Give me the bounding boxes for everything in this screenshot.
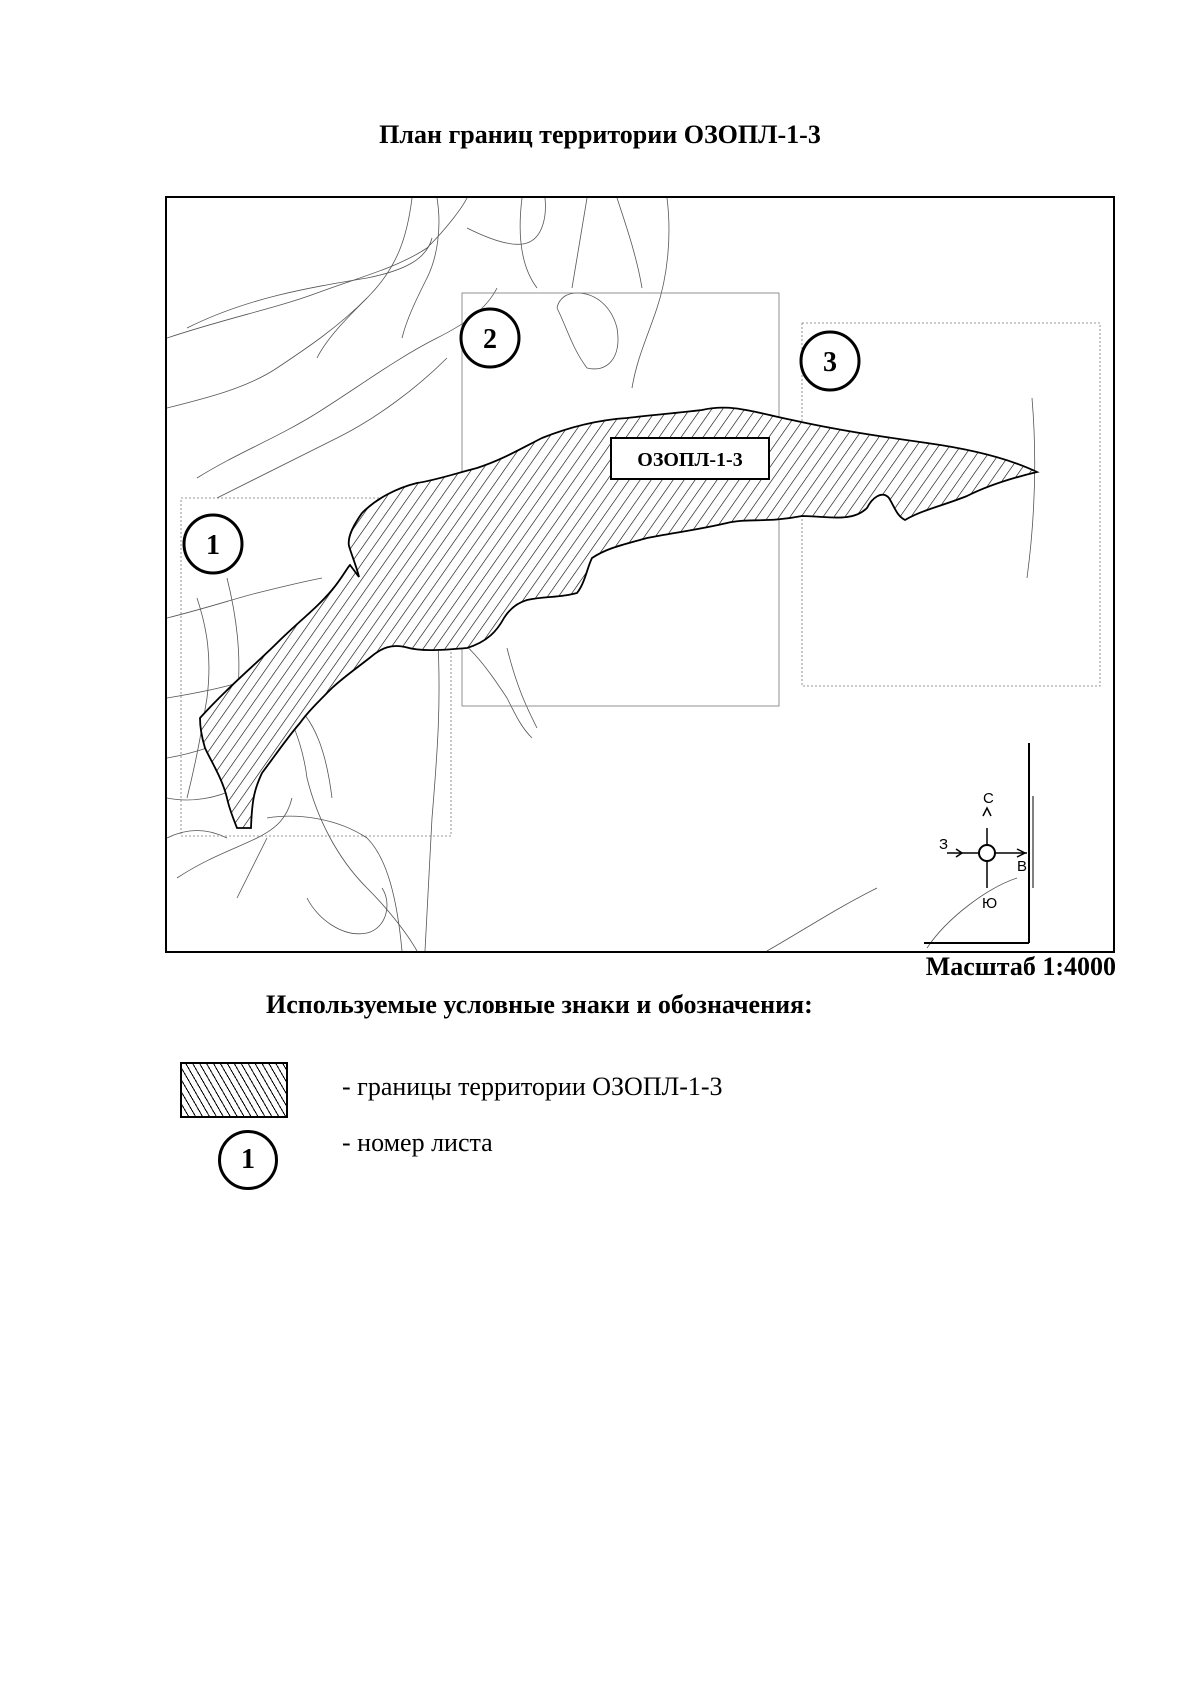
sheet-marker-1: 1 xyxy=(182,513,244,575)
legend-title: Используемые условные знаки и обозначени… xyxy=(266,990,813,1019)
territory-label-text: ОЗОПЛ-1-3 xyxy=(637,449,742,471)
svg-text:1: 1 xyxy=(206,530,220,561)
territory-boundary-polygon xyxy=(199,406,1040,829)
legend-item-sheet-number-text: - номер листа xyxy=(342,1128,493,1157)
svg-text:3: 3 xyxy=(823,347,837,378)
boundary-map: ОЗОПЛ-1-3 1 2 3 С В З xyxy=(165,196,1115,953)
sheet-marker-3: 3 xyxy=(799,330,861,392)
sheet-marker-2: 2 xyxy=(459,307,521,369)
scale-label: Масштаб 1:4000 xyxy=(925,952,1116,981)
page-title: План границ территории ОЗОПЛ-1-3 xyxy=(379,120,821,149)
svg-text:2: 2 xyxy=(483,324,497,355)
compass-west-label: З xyxy=(939,836,948,853)
compass-rose: С В З Ю xyxy=(924,743,1034,944)
cadastral-parcel-lines xyxy=(167,198,1036,951)
sheet-number-circle-icon: 1 xyxy=(218,1130,278,1190)
hatch-swatch-icon xyxy=(180,1062,288,1118)
legend-item-territory-text: - границы территории ОЗОПЛ-1-3 xyxy=(342,1072,723,1101)
compass-east-label: В xyxy=(1017,858,1027,875)
territory-label: ОЗОПЛ-1-3 xyxy=(610,437,770,480)
compass-north-label: С xyxy=(983,790,994,807)
compass-south-label: Ю xyxy=(982,895,997,912)
sheet-boundaries xyxy=(180,292,1101,837)
